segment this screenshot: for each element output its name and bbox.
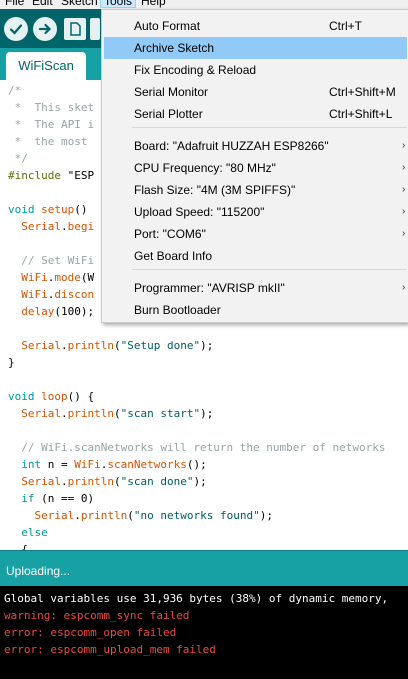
menu-item-label: Programmer: "AVRISP mkII" [134,281,285,295]
menu-item-label: Get Board Info [134,249,213,263]
code-line: Serial.println("Setup done"); [21,339,214,352]
menu-item-label: Burn Bootloader [134,303,221,317]
tools-menu-item-cpu-frequency-80-mhz[interactable]: CPU Frequency: "80 MHz" › [104,157,407,179]
code-line: } [8,356,15,369]
code-line: // Set WiFi [8,254,95,267]
submenu-arrow-icon: › [402,140,406,151]
code-line: else [21,526,48,539]
tools-menu-item-flash-size-4m-3m-spiffs[interactable]: Flash Size: "4M (3M SPIFFS)" › [104,179,407,201]
submenu-arrow-icon: › [402,206,406,217]
menu-item-label: Archive Sketch [134,41,215,55]
code-line: void loop() { [8,390,95,403]
submenu-arrow-icon: › [402,162,406,173]
code-line: Serial.begi [21,220,95,233]
menu-separator [132,269,407,270]
console-line: Global variables use 31,936 bytes (38%) … [4,592,389,605]
menu-item-label: Port: "COM6" [134,227,206,241]
upload-button[interactable] [33,17,57,41]
menu-item-label: CPU Frequency: "80 MHz" [134,161,276,175]
submenu-arrow-icon: › [402,184,406,195]
menu-edit[interactable]: Edit [32,0,53,8]
menu-item-label: Serial Monitor [134,85,209,99]
open-button[interactable] [90,18,100,40]
code-line: void setup() [8,203,88,216]
menu-item-label: Upload Speed: "115200" [134,205,265,219]
menu-bar: File Edit Sketch Tools Help [0,0,408,9]
code-line: WiFi.mode(W [21,271,95,284]
code-line: /* [8,84,22,97]
code-line: * The API i [8,118,95,131]
upload-icon [38,23,52,35]
console-output[interactable]: Global variables use 31,936 bytes (38%) … [0,586,408,679]
tab-wifiscan[interactable]: WiFiScan [6,52,86,80]
menu-item-shortcut: Ctrl+Shift+M [329,85,396,99]
menu-sketch[interactable]: Sketch [61,0,98,8]
code-line: WiFi.discon [21,288,95,301]
code-line: Serial.println("scan done"); [21,475,207,488]
code-line: * This sket [8,101,95,114]
menu-item-label: Flash Size: "4M (3M SPIFFS)" [134,183,296,197]
tools-menu-item-board-adafruit-huzzah-esp8266[interactable]: Board: "Adafruit HUZZAH ESP8266" › [104,135,407,157]
tools-menu-item-port-com6[interactable]: Port: "COM6" › [104,223,407,245]
menu-item-label: Board: "Adafruit HUZZAH ESP8266" [134,139,329,153]
tools-menu-item-burn-bootloader[interactable]: Burn Bootloader [104,299,407,321]
tools-menu-item-get-board-info[interactable]: Get Board Info [104,245,407,267]
code-line: * the most [8,135,95,148]
code-line: if (n == 0) [21,492,95,505]
code-line: delay(100); [21,305,95,318]
code-line: #include "ESP [8,169,95,182]
menu-help[interactable]: Help [141,0,166,8]
console-line: error: espcomm_upload_mem failed [4,643,216,656]
status-text: Uploading... [6,564,71,578]
menu-item-label: Auto Format [134,19,201,33]
menu-item-shortcut: Ctrl+T [329,19,362,33]
new-sketch-icon [70,22,81,36]
tools-menu-item-archive-sketch[interactable]: Archive Sketch [104,37,407,59]
tools-menu-item-fix-encoding-reload[interactable]: Fix Encoding & Reload [104,59,407,81]
tools-menu-item-upload-speed-115200[interactable]: Upload Speed: "115200" › [104,201,407,223]
tools-menu-item-auto-format[interactable]: Auto Format Ctrl+T [104,15,407,37]
tools-menu-item-programmer-avrisp-mkii[interactable]: Programmer: "AVRISP mkII" › [104,277,407,299]
menu-item-shortcut: Ctrl+Shift+L [329,107,393,121]
console-line: error: espcomm_open failed [4,626,177,639]
console-line: warning: espcomm_sync failed [4,609,190,622]
menu-item-label: Serial Plotter [134,107,203,121]
code-line: { [8,543,28,550]
verify-icon [9,24,23,35]
verify-button[interactable] [4,17,28,41]
code-line: Serial.println("scan start"); [21,407,214,420]
code-line: */ [8,152,28,165]
code-line: // WiFi.scanNetworks will return the num… [8,441,386,454]
menu-tools[interactable]: Tools [100,0,137,8]
tools-menu-item-serial-plotter[interactable]: Serial Plotter Ctrl+Shift+L [104,103,407,125]
menu-item-label: Fix Encoding & Reload [134,63,257,77]
menu-separator [132,127,407,128]
menu-file[interactable]: File [5,0,25,8]
new-sketch-button[interactable] [64,18,86,40]
status-bar: Uploading... [0,550,408,586]
code-line: Serial.println("no networks found"); [34,509,273,522]
tools-menu-item-serial-monitor[interactable]: Serial Monitor Ctrl+Shift+M [104,81,407,103]
submenu-arrow-icon: › [402,282,406,293]
submenu-arrow-icon: › [402,228,406,239]
code-line: int n = WiFi.scanNetworks(); [21,458,207,471]
